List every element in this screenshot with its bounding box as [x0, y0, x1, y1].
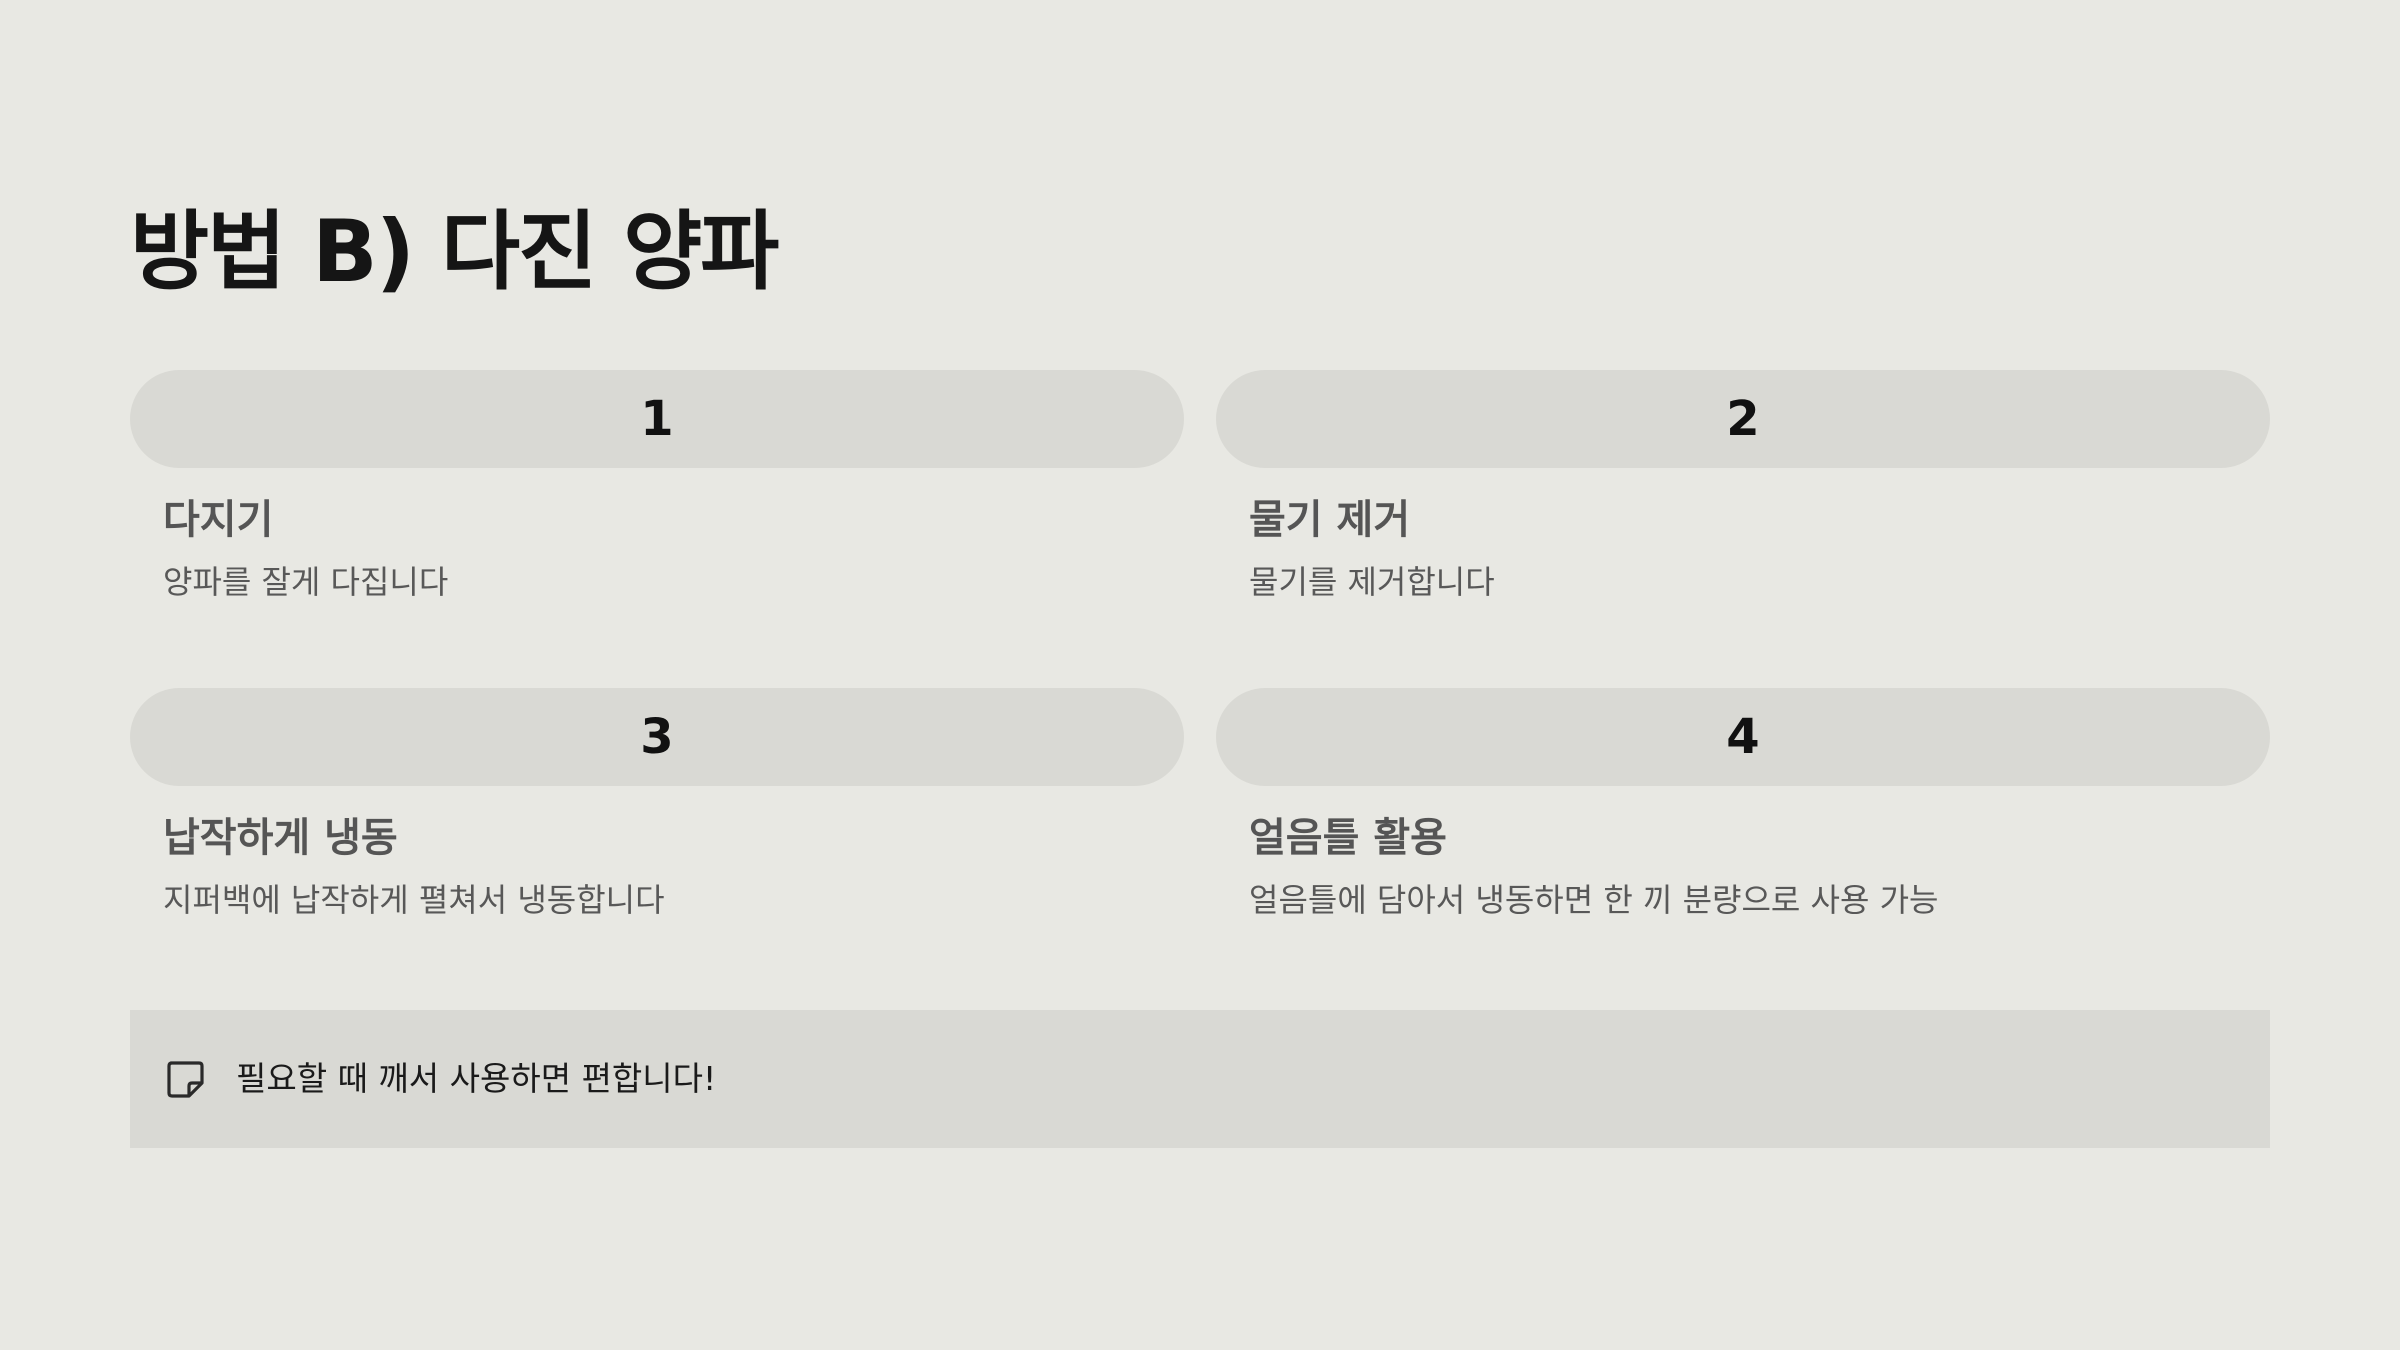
step-number: 4: [1726, 709, 1760, 765]
step-card-3: 3 납작하게 냉동 지퍼백에 납작하게 펼쳐서 냉동합니다: [130, 688, 1184, 958]
step-title: 납작하게 냉동: [163, 815, 398, 861]
tip-callout: 필요할 때 깨서 사용하면 편합니다!: [130, 1010, 2270, 1148]
step-card-4: 4 얼음틀 활용 얼음틀에 담아서 냉동하면 한 끼 분량으로 사용 가능: [1216, 688, 2270, 958]
step-description: 양파를 잘게 다집니다: [163, 563, 449, 601]
step-number-pill: 4: [1216, 688, 2270, 786]
step-description: 물기를 제거합니다: [1249, 563, 1495, 601]
sticky-note-icon: [162, 1056, 208, 1102]
step-title: 얼음틀 활용: [1249, 815, 1447, 861]
step-number-pill: 2: [1216, 370, 2270, 468]
step-title: 다지기: [163, 497, 274, 543]
page-title: 방법 B) 다진 양파: [130, 202, 779, 302]
step-number: 2: [1726, 391, 1760, 447]
step-description: 얼음틀에 담아서 냉동하면 한 끼 분량으로 사용 가능: [1249, 881, 1939, 919]
step-number-pill: 1: [130, 370, 1184, 468]
step-title: 물기 제거: [1249, 497, 1411, 543]
step-number: 1: [640, 391, 674, 447]
tip-text: 필요할 때 깨서 사용하면 편합니다!: [236, 1059, 717, 1098]
step-number-pill: 3: [130, 688, 1184, 786]
step-description: 지퍼백에 납작하게 펼쳐서 냉동합니다: [163, 881, 665, 919]
step-card-1: 1 다지기 양파를 잘게 다집니다: [130, 370, 1184, 640]
step-card-2: 2 물기 제거 물기를 제거합니다: [1216, 370, 2270, 640]
step-number: 3: [640, 709, 674, 765]
